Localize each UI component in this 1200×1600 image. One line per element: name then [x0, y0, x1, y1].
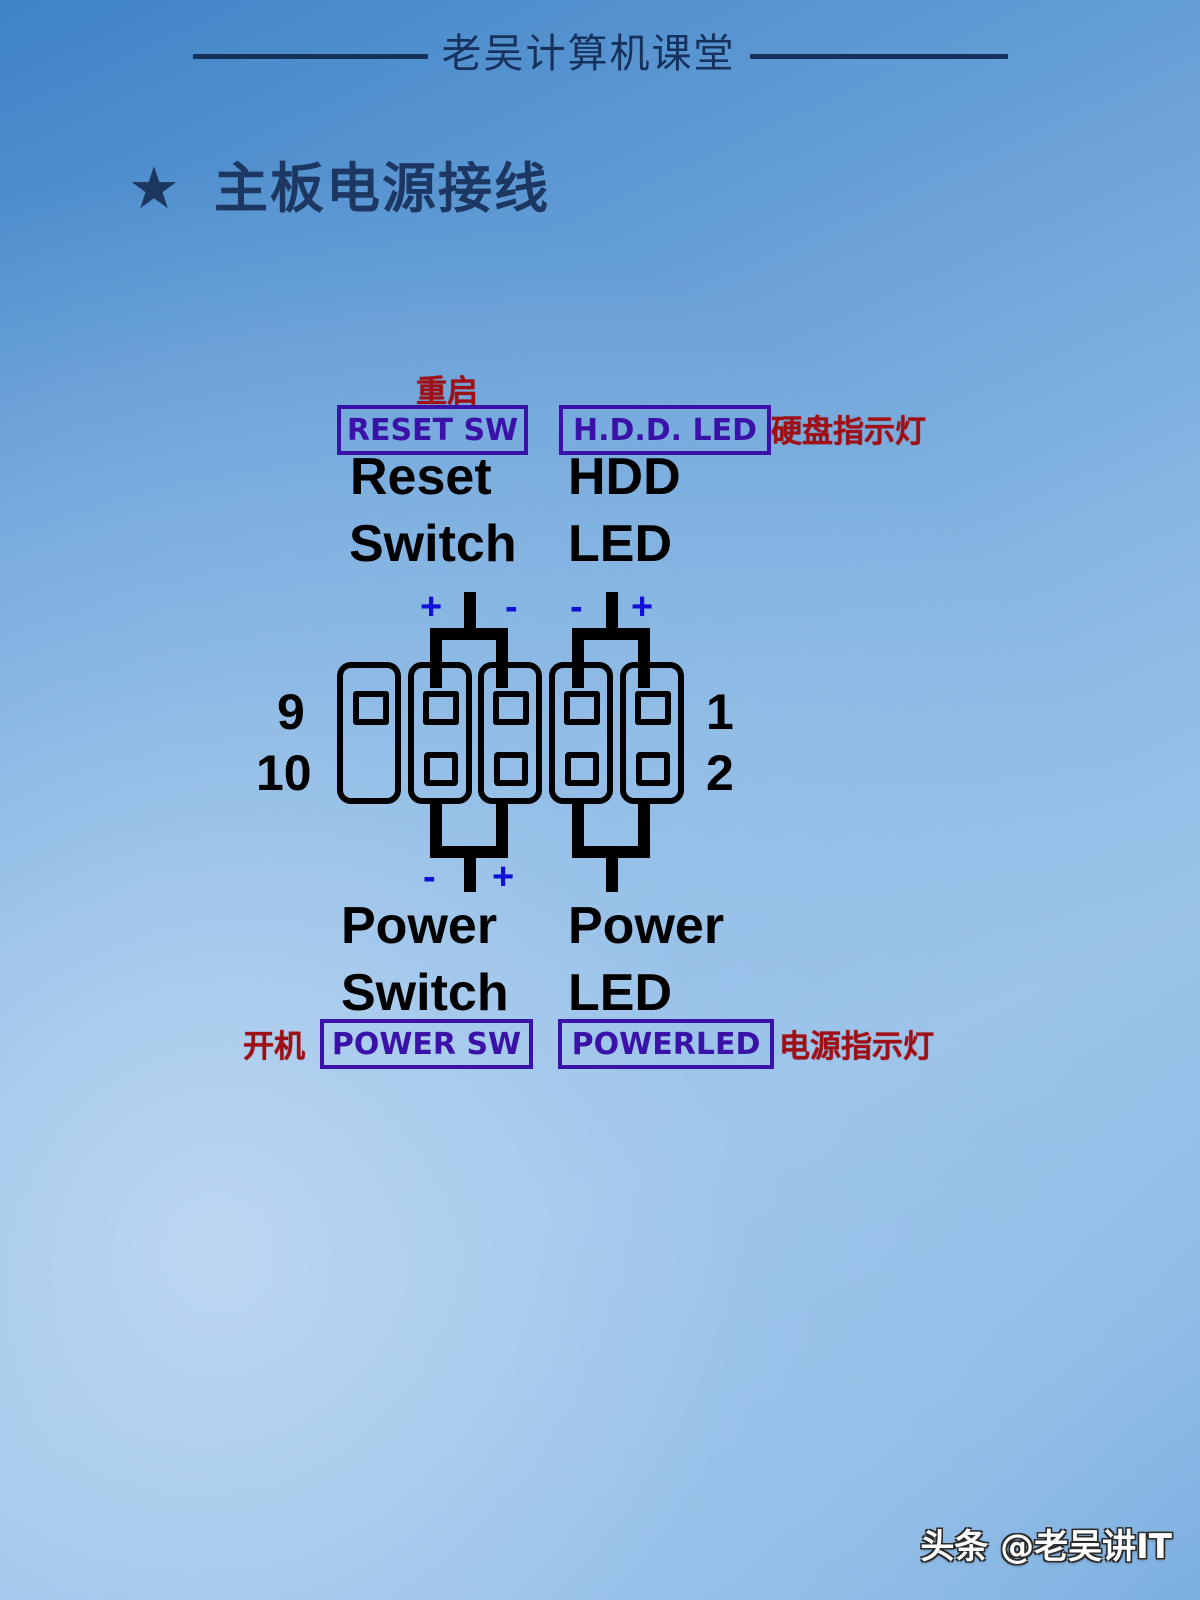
connector-slot-5: [620, 662, 684, 804]
connector-pin-7: [423, 691, 459, 725]
power-switch-name-line2: Switch: [341, 964, 509, 1022]
powerled-cn-label: 电源指示灯: [779, 1029, 934, 1065]
star-icon: ★: [128, 156, 180, 221]
reset-cn-label: 重启: [416, 374, 478, 410]
connector-slot-4: [549, 662, 613, 804]
hdd-wire-leg-left: [572, 628, 584, 688]
hdd-wire-trunk: [606, 592, 618, 638]
hdd-wire-leg-right: [638, 628, 650, 688]
powersw-cn-label: 开机: [243, 1029, 305, 1065]
page-title: 主板电源接线: [214, 157, 550, 220]
reset-switch-name-line1: Reset: [350, 448, 492, 506]
reset-wire-bus: [430, 628, 508, 640]
connector-pin-1: [635, 691, 671, 725]
watermark: 头条 @老吴讲IT: [920, 1527, 1172, 1567]
connector-pin-6: [494, 752, 528, 786]
pin-number-10: 10: [256, 745, 312, 801]
power-led-name-line1: Power: [568, 897, 725, 955]
hdd-sign-plus: +: [631, 586, 654, 628]
header-rule-right: [749, 53, 1008, 59]
power-led-key-box: POWERLED: [558, 1019, 774, 1069]
hdd-wire-bus: [572, 628, 650, 640]
reset-wire-leg-right: [496, 628, 508, 688]
powerled-wire-leg-left: [572, 798, 584, 858]
reset-sw-key-box: RESET SW: [337, 405, 528, 455]
powersw-sign-plus: +: [492, 856, 515, 898]
connector-pin-9: [353, 691, 389, 725]
connector-pin-2: [636, 752, 670, 786]
header: 老吴计算机课堂: [0, 24, 1200, 88]
reset-sign-plus: +: [420, 586, 443, 628]
header-title: 老吴计算机课堂: [441, 31, 736, 77]
power-switch-name-line1: Power: [341, 897, 498, 955]
section-title: ★ 主板电源接线: [128, 160, 550, 218]
powersw-sign-minus: -: [423, 856, 436, 898]
pin-number-9: 9: [277, 684, 305, 740]
hdd-cn-label: 硬盘指示灯: [771, 414, 926, 450]
powerled-wire-leg-right: [638, 798, 650, 858]
connector-slot-2: [408, 662, 472, 804]
reset-sign-minus: -: [505, 586, 518, 628]
powersw-wire-trunk: [464, 846, 476, 892]
connector-slot-1: [337, 662, 401, 804]
pin-number-2: 2: [706, 745, 734, 801]
power-led-name-line2: LED: [568, 964, 672, 1022]
connector-pin-8: [424, 752, 458, 786]
connector-slot-3: [478, 662, 542, 804]
powersw-wire-leg-right: [496, 798, 508, 858]
powerled-wire-trunk: [606, 846, 618, 892]
reset-switch-name-line2: Switch: [349, 515, 517, 573]
hdd-led-name-line1: HDD: [568, 448, 681, 506]
hdd-led-name-line2: LED: [568, 515, 672, 573]
power-sw-key-box: POWER SW: [320, 1019, 533, 1069]
reset-wire-trunk: [464, 592, 476, 638]
powersw-wire-leg-left: [430, 798, 442, 858]
pin-number-1: 1: [706, 684, 734, 740]
hdd-sign-minus: -: [570, 586, 583, 628]
hdd-led-key-box: H.D.D. LED: [559, 405, 771, 455]
connector-pin-3: [564, 691, 600, 725]
connector-pin-4: [565, 752, 599, 786]
reset-wire-leg-left: [430, 628, 442, 688]
connector-pin-5: [493, 691, 529, 725]
header-rule-left: [192, 53, 428, 59]
